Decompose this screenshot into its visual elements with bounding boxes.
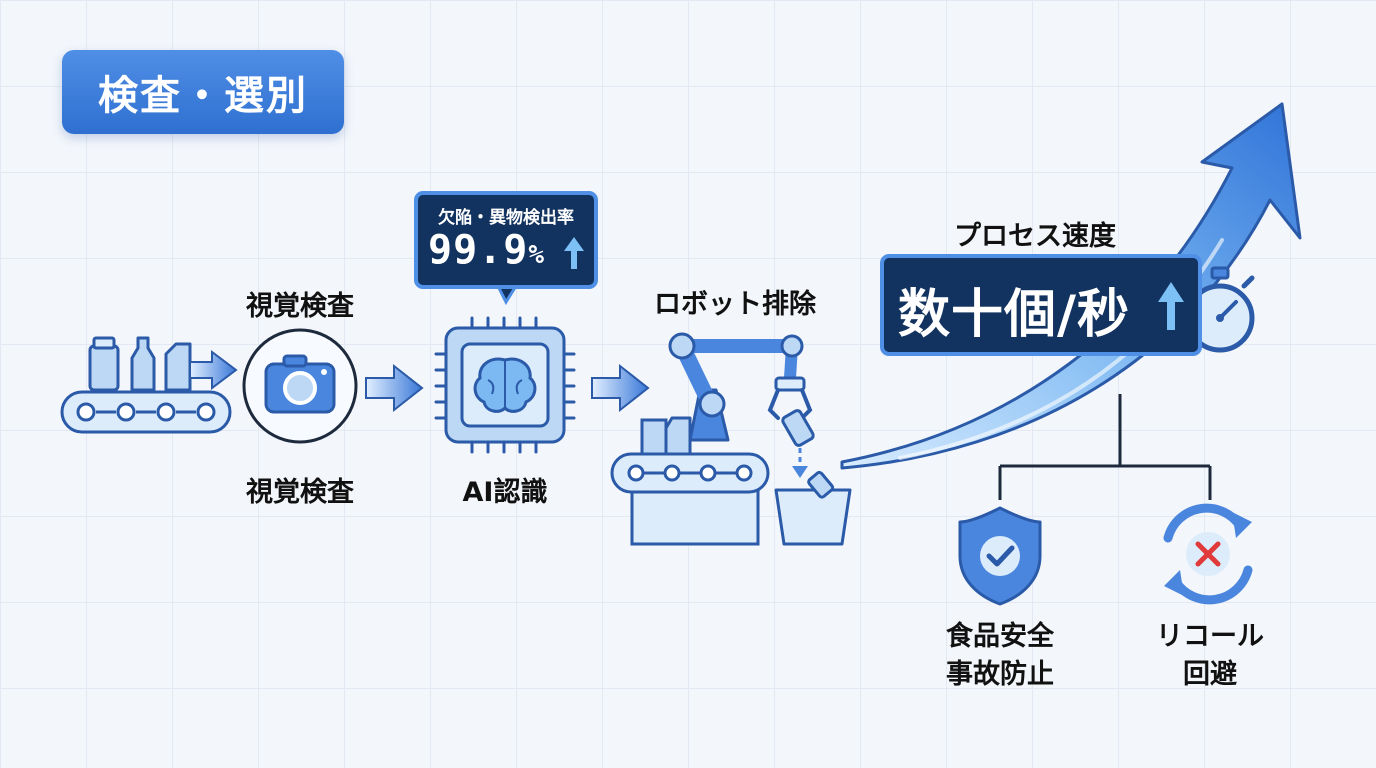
recall-line2: 回避 [1183, 659, 1237, 690]
process-speed-value: 数十個/秒 [898, 285, 1130, 345]
flow-arrow-3 [591, 363, 650, 413]
detection-rate-label: 欠陥・異物検出率 [438, 208, 574, 228]
shield-check-icon [958, 506, 1042, 606]
food-safety-line1: 食品安全 [946, 621, 1054, 652]
conveyor-icon [60, 336, 232, 434]
process-speed-label: プロセス速度 [954, 221, 1116, 252]
inspection-label-bottom: 視覚検査 [246, 477, 354, 508]
detection-rate-up-arrow-icon [564, 237, 584, 269]
camera-icon [242, 328, 358, 444]
detection-rate-panel: 欠陥・異物検出率 99.9% [414, 191, 598, 289]
food-safety-line2: 事故防止 [946, 659, 1054, 690]
recall-line1: リコール [1156, 621, 1264, 652]
process-speed-panel: 数十個/秒 [880, 254, 1202, 356]
page-title: 検査・選別 [62, 50, 344, 134]
outcome-connector [998, 394, 1212, 500]
process-speed-up-arrow-icon [1158, 282, 1184, 330]
ai-chip-brain-icon [434, 316, 576, 454]
food-safety-label: 食品安全 事故防止 [920, 618, 1080, 694]
robot-removal-label: ロボット排除 [654, 289, 816, 320]
flow-arrow-2 [365, 363, 424, 413]
inspection-label-top: 視覚検査 [246, 291, 354, 322]
detection-rate-unit: % [528, 240, 545, 270]
flow-arrow-1 [189, 350, 238, 390]
ai-recognition-label: AI認識 [462, 477, 548, 508]
recall-cycle-icon [1163, 503, 1253, 605]
robot-arm-icon [610, 332, 852, 546]
detection-rate-number: 99.9 [428, 227, 529, 273]
detection-rate-value: 99.9% [428, 227, 545, 273]
stopwatch-icon [1185, 266, 1255, 353]
recall-avoid-label: リコール 回避 [1130, 618, 1290, 694]
